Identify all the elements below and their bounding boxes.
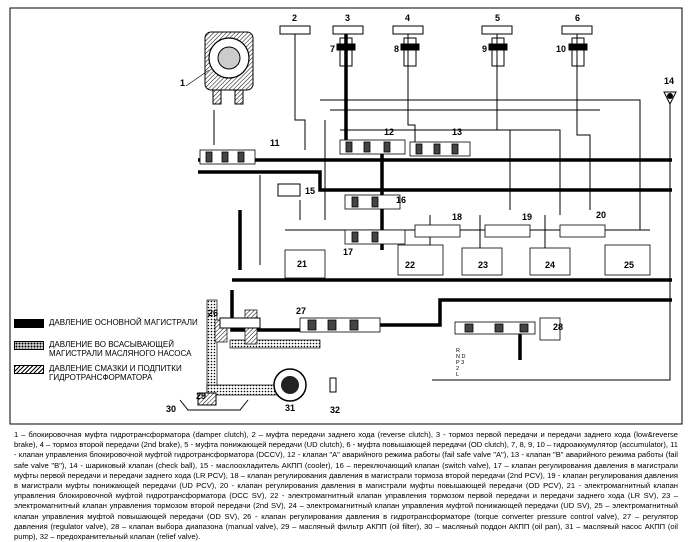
spool-valves [199,139,606,245]
legend-swatch-suction [14,341,44,350]
legend-suction: ДАВЛЕНИЕ ВО ВСАСЫВАЮЩЕЙ МАГИСТРАЛИ МАСЛЯ… [14,340,214,362]
tc-pressure-control-valve [219,317,261,329]
label-19: 19 [522,212,532,222]
manual-valve [454,317,561,341]
label-26: 26 [208,308,218,318]
label-28: 28 [553,322,563,332]
selector-pos: 2 [456,366,460,372]
label-8: 8 [394,44,399,54]
regulator-valve [299,317,381,333]
label-13: 13 [452,127,462,137]
diagram-frame [9,7,683,425]
selector-pos: P 3 [456,360,465,366]
label-27: 27 [296,306,306,316]
label-31: 31 [285,403,295,413]
signal-lines [213,34,671,381]
legend-text-main: ДАВЛЕНИЕ ОСНОВНОЙ МАГИСТРАЛИ [49,318,198,327]
component-numbers: 1 2 3 4 5 6 7 8 9 10 11 12 13 14 15 16 1… [166,13,674,415]
label-15: 15 [305,186,315,196]
legend-text-lube: ДАВЛЕНИЕ СМАЗКИ И ПОДПИТКИ ГИДРОТРАНСФОР… [49,364,182,382]
label-12: 12 [384,127,394,137]
check-ball [663,91,677,106]
main-pressure-lines [198,34,672,360]
selector-pos: L [456,372,460,378]
label-5: 5 [495,13,500,23]
label-9: 9 [482,44,487,54]
clutch-heads [279,25,593,35]
label-16: 16 [396,195,406,205]
label-10: 10 [556,44,566,54]
label-2: 2 [292,13,297,23]
label-25: 25 [624,260,634,270]
relief-valve [329,377,337,393]
label-32: 32 [330,405,340,415]
legend-main: ДАВЛЕНИЕ ОСНОВНОЙ МАГИСТРАЛИ [14,318,214,340]
legend-lube: ДАВЛЕНИЕ СМАЗКИ И ПОДПИТКИ ГИДРОТРАНСФОР… [14,364,214,386]
label-23: 23 [478,260,488,270]
selector-pos: N D [456,354,466,360]
hydraulic-circuit-diagram: 1 2 3 4 5 6 7 8 9 10 11 12 13 14 15 16 1… [9,7,683,425]
oil-pan [179,399,249,411]
label-22: 22 [405,260,415,270]
legend-text-suction: ДАВЛЕНИЕ ВО ВСАСЫВАЮЩЕЙ МАГИСТРАЛИ МАСЛЯ… [49,340,192,358]
legend-swatch-main [14,319,44,328]
label-24: 24 [545,260,555,270]
damper-clutch [204,31,254,105]
cooler [277,183,301,197]
label-6: 6 [575,13,580,23]
figure-caption: 1 – блокировочная муфта гидротрансформат… [14,430,678,542]
label-29: 29 [196,391,206,401]
label-1: 1 [180,78,185,88]
selector-positions: R N D P 3 2 L [456,348,476,378]
label-3: 3 [345,13,350,23]
label-18: 18 [452,212,462,222]
legend-swatch-lube [14,365,44,374]
accumulators [336,37,588,67]
oil-filter [197,392,217,406]
solenoid-valves [284,244,651,279]
label-11: 11 [270,138,280,148]
label-4: 4 [405,13,410,23]
oil-pump [273,368,307,402]
label-14: 14 [664,76,674,86]
selector-pos: R [456,348,460,354]
label-7: 7 [330,44,335,54]
label-30: 30 [166,404,176,414]
label-20: 20 [596,210,606,220]
label-21: 21 [297,259,307,269]
label-17: 17 [343,247,353,257]
